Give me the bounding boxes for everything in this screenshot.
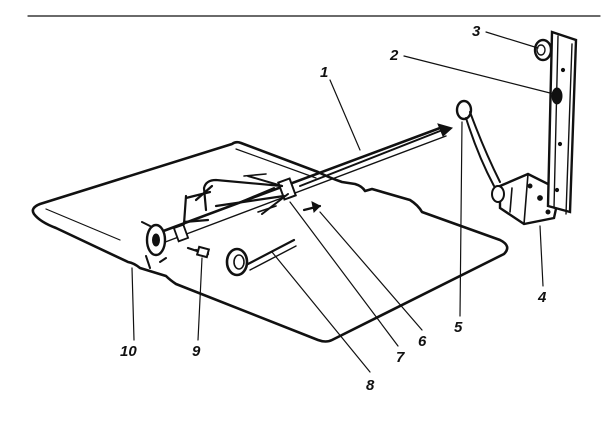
callout-3: 3 [472, 23, 481, 40]
front-fork-assembly [141, 184, 214, 269]
leader-lines [131, 31, 555, 373]
mounting-bracket [533, 30, 578, 215]
fork-part-7 [202, 173, 297, 215]
callout-8: 8 [366, 377, 375, 394]
callout-5: 5 [454, 319, 463, 336]
motor-part-4 [491, 172, 562, 226]
callouts: 1 2 3 4 5 6 7 8 9 10 [120, 23, 547, 394]
callout-2: 2 [389, 47, 399, 64]
screw-part-6 [302, 201, 322, 214]
callout-7: 7 [396, 349, 405, 366]
callout-4: 4 [537, 289, 547, 306]
callout-6: 6 [418, 333, 427, 350]
callout-1: 1 [320, 64, 328, 81]
thumb-screw-part-9 [186, 245, 211, 259]
handle-knob-part-8 [225, 238, 297, 277]
grommet-part-2 [551, 87, 563, 105]
cord-part-5 [455, 99, 501, 187]
callout-10: 10 [120, 343, 137, 360]
wire-rack-part-10 [31, 140, 509, 343]
callout-9: 9 [192, 343, 201, 360]
spit-rod-part-1 [148, 123, 454, 245]
